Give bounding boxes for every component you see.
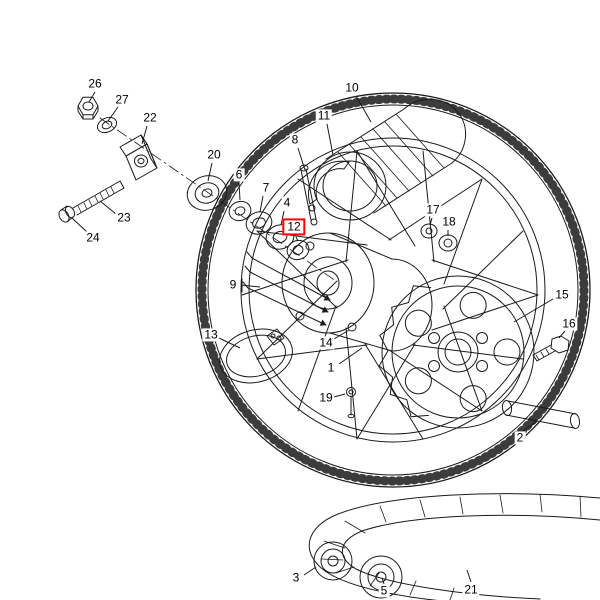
leader-line-11 xyxy=(326,123,334,156)
seal-ring xyxy=(219,328,293,384)
leader-line-1 xyxy=(338,347,363,365)
part-label-12[interactable]: 12 xyxy=(282,218,306,236)
part-label-9[interactable]: 9 xyxy=(227,277,239,292)
leader-line-19 xyxy=(333,393,346,398)
leader-line-4 xyxy=(280,210,285,226)
part-label-11[interactable]: 11 xyxy=(315,108,333,123)
leader-line-2 xyxy=(522,420,538,432)
sprocket xyxy=(378,275,535,429)
leader-line-8 xyxy=(297,147,306,171)
part-label-17[interactable]: 17 xyxy=(424,202,442,217)
part-label-21[interactable]: 21 xyxy=(462,582,480,597)
part-label-23[interactable]: 23 xyxy=(115,210,133,225)
leader-line-12 xyxy=(295,236,299,242)
leader-line-20 xyxy=(207,162,213,182)
part-label-15[interactable]: 15 xyxy=(553,287,571,302)
part-label-8[interactable]: 8 xyxy=(289,132,301,147)
part-label-5[interactable]: 5 xyxy=(378,583,390,598)
part-label-22[interactable]: 22 xyxy=(141,110,159,125)
part-label-26[interactable]: 26 xyxy=(86,76,104,91)
leader-line-21 xyxy=(466,569,472,583)
brake-drum xyxy=(313,98,467,221)
part-label-3[interactable]: 3 xyxy=(290,570,302,585)
leader-line-17 xyxy=(429,217,433,226)
part-label-1[interactable]: 1 xyxy=(325,360,337,375)
spoke-parts xyxy=(241,251,331,326)
part-label-20[interactable]: 20 xyxy=(205,147,223,162)
leader-line-16 xyxy=(558,330,566,339)
part-label-16[interactable]: 16 xyxy=(560,316,578,331)
part-label-14[interactable]: 14 xyxy=(317,335,335,350)
tire xyxy=(195,92,591,488)
leader-line-5 xyxy=(381,577,385,585)
part-label-13[interactable]: 13 xyxy=(202,327,220,342)
leader-line-22 xyxy=(141,125,148,145)
leader-line-10 xyxy=(355,95,372,123)
leader-line-15 xyxy=(513,298,554,323)
wheel-spokes xyxy=(241,150,539,440)
brake-rod xyxy=(299,164,318,226)
leader-line-26 xyxy=(88,91,96,103)
chain-and-bearings xyxy=(308,493,600,600)
part-label-27[interactable]: 27 xyxy=(113,92,131,107)
part-label-24[interactable]: 24 xyxy=(84,230,102,245)
leader-line-14 xyxy=(333,329,350,340)
part-label-6[interactable]: 6 xyxy=(233,167,245,182)
collar-train xyxy=(186,175,310,261)
leader-lines xyxy=(71,91,566,585)
spacer-tube xyxy=(501,400,581,429)
part-label-7[interactable]: 7 xyxy=(260,180,272,195)
part-label-18[interactable]: 18 xyxy=(440,214,458,229)
leader-line-27 xyxy=(107,106,119,122)
leader-line-3 xyxy=(303,566,317,576)
sprocket-bolt xyxy=(532,335,570,362)
part-label-4[interactable]: 4 xyxy=(281,195,293,210)
leader-line-13 xyxy=(218,337,241,349)
leader-line-7 xyxy=(259,195,264,213)
axle-assembly xyxy=(58,96,337,282)
part-label-10[interactable]: 10 xyxy=(343,80,361,95)
part-label-19[interactable]: 19 xyxy=(317,390,335,405)
leader-line-24 xyxy=(71,217,88,233)
leader-line-23 xyxy=(99,200,117,215)
valve-screw xyxy=(346,387,356,419)
leader-line-9 xyxy=(240,284,261,288)
leader-line-6 xyxy=(238,182,241,201)
part-label-2[interactable]: 2 xyxy=(514,430,526,445)
